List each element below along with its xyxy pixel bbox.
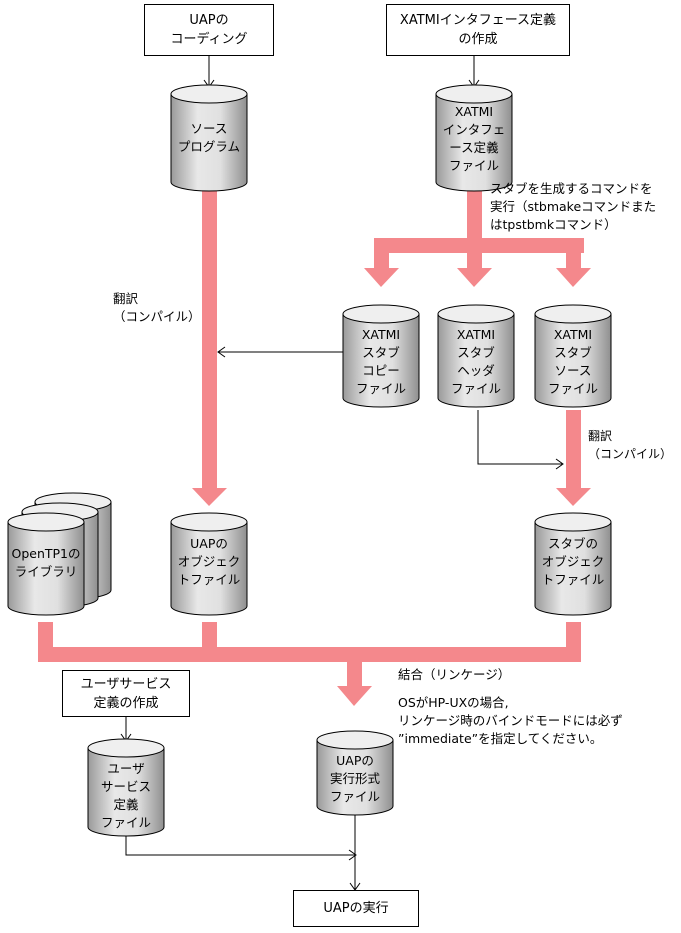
cylinder-uap-object xyxy=(170,512,248,616)
label-uap-object: UAPの オブジェク トファイル xyxy=(177,536,241,587)
note-hpux: OSがHP-UXの場合, リンケージ時のバインドモードには必ず ”immedia… xyxy=(398,695,623,746)
cylinder-source-program xyxy=(170,84,248,192)
pink-head-left xyxy=(192,488,227,506)
cylinder-stub-copy xyxy=(342,304,420,408)
note-linkage: 結合（リンケージ） xyxy=(398,667,511,682)
cylinder-stub-header xyxy=(437,304,515,408)
note-compile-left: 翻訳 （コンパイル） xyxy=(113,291,201,324)
label-uap-executable: UAPの 実行形式 ファイル xyxy=(329,753,380,804)
box-xatmi-definition: XATMIインタフェース定義 の作成 xyxy=(386,4,570,56)
label-source-program: ソース プログラム xyxy=(177,121,241,154)
box-uap-execution: UAPの実行 xyxy=(293,890,419,927)
cylinder-stub-object xyxy=(534,512,612,616)
cylinder-stub-source xyxy=(534,304,612,408)
box-user-service-definition: ユーザサービス 定義の作成 xyxy=(62,670,190,717)
pink-head-link xyxy=(337,686,372,706)
pink-flow-arrows xyxy=(38,190,591,706)
label-xatmi-if-file: XATMI インタフェ ース定義 ファイル xyxy=(442,104,506,173)
label-stub-source: XATMI スタブ ソース ファイル xyxy=(547,327,598,396)
box-uap-coding: UAPの コーディング xyxy=(144,4,274,56)
pink-head-right xyxy=(556,488,591,506)
pink-shaft-right xyxy=(566,410,581,490)
note-stub-generation: スタブを生成するコマンドを 実行（stbmakeコマンドまた はtpstbmkコ… xyxy=(490,181,657,232)
pink-shaft-left xyxy=(202,190,217,490)
thin-connectors xyxy=(120,56,564,891)
pink-shaft-stubgen xyxy=(467,190,482,242)
note-compile-right: 翻訳 （コンパイル） xyxy=(588,429,673,461)
label-opentp1-library: OpenTP1の ライブラリ xyxy=(11,546,81,579)
cylinder-xatmi-if-file xyxy=(435,84,513,192)
pink-bar-link xyxy=(38,647,581,662)
cylinder-opentp1-library xyxy=(7,492,112,616)
cylinder-uap-executable xyxy=(316,730,394,816)
label-stub-copy: XATMI スタブ コピー ファイル xyxy=(355,327,406,396)
cylinder-user-service-file xyxy=(87,738,165,837)
label-user-service-file: ユーザ サービス 定義 ファイル xyxy=(100,761,151,830)
label-stub-header: XATMI スタブ ヘッダ ファイル xyxy=(450,327,501,396)
label-stub-object: スタブの オブジェク トファイル xyxy=(541,536,605,587)
